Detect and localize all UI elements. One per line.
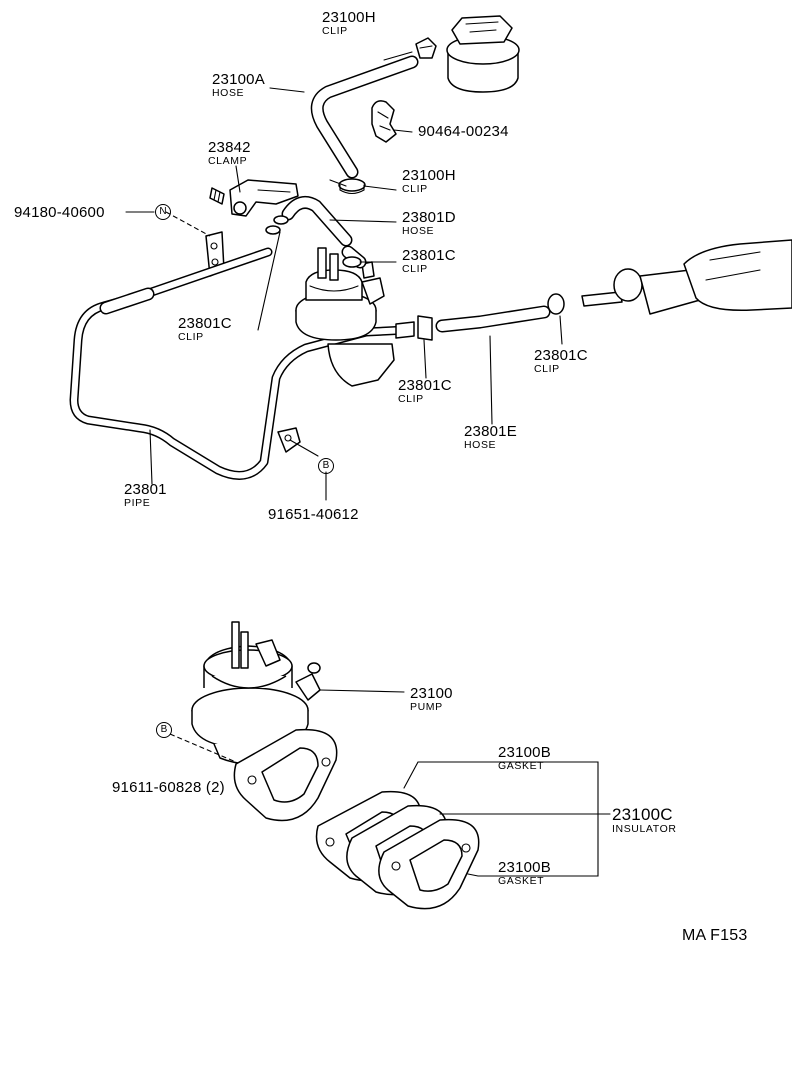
drawing-code: MA F153 <box>682 927 748 944</box>
part-number: 23100 <box>410 685 453 702</box>
part-number: 23801C <box>178 315 232 332</box>
pump-upper-drawing <box>295 247 395 387</box>
part-name: HOSE <box>464 439 497 451</box>
part-name: GASKET <box>498 875 545 887</box>
callout-23801-pipe: 23801 PIPE <box>124 482 167 509</box>
symbol-b-mark-upper: B <box>318 458 334 474</box>
callout-23801c-right-clip: 23801C CLIP <box>534 348 588 375</box>
air-cleaner-drawing <box>446 15 520 93</box>
part-number: 23100H <box>402 167 456 184</box>
part-name: CLIP <box>402 263 428 275</box>
callout-23100-pump: 23100 PUMP <box>410 686 453 713</box>
part-number: 23801C <box>398 377 452 394</box>
hose-23801e-drawing <box>395 239 792 341</box>
part-number: 23100A <box>212 71 265 88</box>
symbol-n-mark: N <box>155 204 171 220</box>
part-number: 94180-40600 <box>14 204 105 221</box>
bracket-90464-drawing <box>371 100 397 143</box>
part-number: 23100H <box>322 9 376 26</box>
part-name: CLIP <box>322 25 348 37</box>
clip-23100h-mid-drawing <box>338 178 366 195</box>
part-number: 23801D <box>402 209 456 226</box>
callout-91651-40612: 91651-40612 <box>268 507 359 522</box>
callout-23801c-pump-clip: 23801C CLIP <box>402 248 456 275</box>
part-number: 23100B <box>498 859 551 876</box>
part-name: PUMP <box>410 701 443 713</box>
callout-23100h-top: 23100H CLIP <box>322 10 376 37</box>
symbol-b-mark-lower: B <box>156 722 172 738</box>
part-number: 23100C <box>612 805 673 824</box>
clip-23100h-top-drawing <box>415 37 437 59</box>
callout-23100h-mid: 23100H CLIP <box>402 168 456 195</box>
pipe-23801-drawing <box>69 247 411 480</box>
part-name: PIPE <box>124 497 151 509</box>
part-name: HOSE <box>212 87 245 99</box>
part-name: CLIP <box>398 393 424 405</box>
callout-94180-40600: 94180-40600 <box>14 205 105 220</box>
callout-23801e: 23801E HOSE <box>464 424 517 451</box>
callout-91611-60828: 91611-60828 (2) <box>112 780 225 795</box>
hose-23100a-drawing <box>310 55 419 179</box>
part-number: 91611-60828 (2) <box>112 779 225 796</box>
part-number: 23801E <box>464 423 517 440</box>
part-name: HOSE <box>402 225 435 237</box>
callout-23842: 23842 CLAMP <box>208 140 251 167</box>
callout-90464-00234: 90464-00234 <box>418 124 509 139</box>
part-number: 90464-00234 <box>418 123 509 140</box>
callout-23801d: 23801D HOSE <box>402 210 456 237</box>
part-name: GASKET <box>498 760 545 772</box>
callout-23801c-center-clip: 23801C CLIP <box>398 378 452 405</box>
gasket-23100b-lower-drawing <box>378 818 480 910</box>
part-number: 23801 <box>124 481 167 498</box>
callout-23100a: 23100A HOSE <box>212 72 265 99</box>
hose-23801d-drawing <box>281 195 353 247</box>
callout-23801c-left-clip: 23801C CLIP <box>178 316 232 343</box>
callout-23100b-lower: 23100B GASKET <box>498 860 551 887</box>
part-name: CLIP <box>534 363 560 375</box>
clip-23801c-small-drawing <box>265 215 289 235</box>
callout-23100c-insulator: 23100C INSULATOR <box>612 806 677 835</box>
part-number: 91651-40612 <box>268 506 359 523</box>
part-number: 23801C <box>534 347 588 364</box>
callout-23100b-upper: 23100B GASKET <box>498 745 551 772</box>
part-name: CLAMP <box>208 155 248 167</box>
gasket-first-drawing <box>233 728 338 822</box>
part-name: CLIP <box>402 183 428 195</box>
part-name: CLIP <box>178 331 204 343</box>
clamp-23842-drawing <box>209 179 299 217</box>
part-number: 23801C <box>402 247 456 264</box>
part-name: INSULATOR <box>612 823 677 835</box>
part-number: 23842 <box>208 139 251 156</box>
part-number: 23100B <box>498 744 551 761</box>
